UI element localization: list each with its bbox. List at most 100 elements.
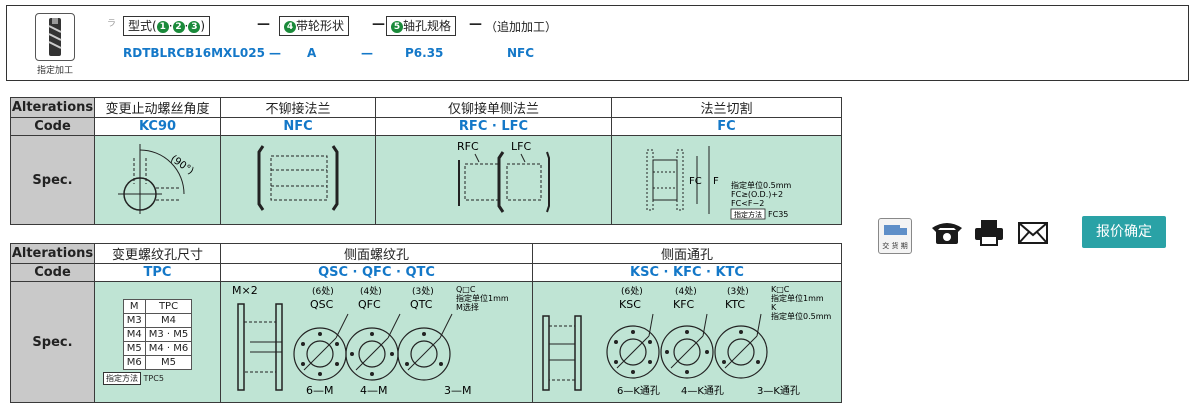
k-bottom-3k: 3—K通孔 (757, 385, 800, 397)
header-no-flange-riveting: 不铆接法兰 (220, 97, 376, 118)
k-pos-3: (3处) (727, 285, 749, 297)
k-code-ktc: KTC (725, 298, 745, 311)
custom-processing-label: 指定加工 (36, 66, 73, 76)
spec-kc90-diagram: (90°) (94, 135, 221, 225)
k-pos-6: (6处) (621, 285, 643, 297)
k-note-1: K□C (771, 285, 790, 294)
truck-icon (884, 225, 900, 235)
tpc-method-label: 指定方法 (103, 372, 141, 385)
print-icon[interactable] (972, 218, 1006, 246)
tpc-cell: M3 · M5 (144, 327, 193, 342)
fc-method-value: FC35 (768, 210, 788, 219)
k-code-ksc: KSC (619, 298, 641, 311)
row-label-code: Code (10, 263, 95, 282)
row-label-spec: Spec. (10, 135, 95, 225)
header-side-through-holes: 侧面通孔 (532, 243, 842, 264)
code-kc90: KC90 (94, 117, 221, 136)
k-code-kfc: KFC (673, 298, 695, 311)
mx2-label: M×2 (232, 284, 258, 297)
row-label-code: Code (10, 117, 95, 136)
tpc-method-note: 指定方法 TPC5 (95, 372, 220, 385)
row-label-alterations: Alterations (10, 97, 95, 118)
tpc-cell: M4 (122, 327, 146, 342)
example-extra: NFC (507, 46, 535, 60)
tpc-cell: M3 (122, 313, 146, 328)
code-qsc-qfc-qtc: QSC · QFC · QTC (220, 263, 533, 282)
phone-icon[interactable] (930, 218, 964, 246)
k-note-4: 指定单位0.5mm (771, 311, 832, 321)
reference-mark: ラ (107, 19, 117, 29)
shape-label: 带轮形状 (296, 19, 345, 33)
tpc-cell: M4 · M6 (144, 341, 193, 356)
fc-method-label: 指定方法 (734, 210, 762, 219)
delivery-time-label: 交 货 期 (882, 242, 908, 250)
tpc-cell: M4 (144, 313, 193, 328)
code-tpc: TPC (94, 263, 221, 282)
code-ksc-kfc-ktc: KSC · KFC · KTC (532, 263, 842, 282)
delivery-time-button[interactable]: 交 货 期 (878, 218, 912, 254)
tpc-cell: M5 (122, 341, 146, 356)
confirm-quote-button[interactable]: 报价确定 (1082, 216, 1166, 248)
code-fc: FC (611, 117, 842, 136)
k-note-3: K (771, 303, 777, 312)
q-code-qfc: QFC (358, 298, 381, 311)
type-label: 型式 (128, 19, 153, 33)
separator-dash: — (257, 17, 270, 32)
alterations-table-2: Alterations 变更螺纹孔尺寸 侧面螺纹孔 侧面通孔 Code TPC … (10, 243, 842, 403)
q-code-qsc: QSC (310, 298, 334, 311)
row-label-alterations: Alterations (10, 243, 95, 264)
row-label-spec: Spec. (10, 281, 95, 403)
example-part-number: RDTBLRCB16MXL025 (123, 46, 265, 60)
f-dimension-label: F (713, 176, 719, 187)
angle-label: (90°) (168, 153, 195, 177)
header-thread-size: 变更螺纹孔尺寸 (94, 243, 221, 264)
num-badge-5: 5 (391, 21, 403, 33)
k-bottom-6k: 6—K通孔 (617, 385, 660, 397)
tpc-cell: M6 (122, 355, 146, 370)
spec-qsc-diagram: M×2 (6处) (4处) (3处) QSC QFC QTC Q□C 指定单位1… (220, 281, 533, 403)
example-bore: P6.35 (405, 46, 444, 60)
header-side-tapped-holes: 侧面螺纹孔 (220, 243, 533, 264)
q-note-2: 指定单位1mm (456, 293, 509, 303)
q-note-1: Q□C (456, 285, 476, 294)
k-bottom-4k: 4—K通孔 (681, 385, 724, 397)
additional-processing-label: （追加加工） (485, 20, 558, 34)
q-bottom-4m: 4—M (360, 384, 388, 397)
num-badge-3: 3 (188, 21, 201, 33)
q-pos-3: (3处) (412, 285, 434, 297)
q-code-qtc: QTC (410, 298, 433, 311)
q-pos-6: (6处) (312, 285, 334, 297)
example-dash: — (361, 46, 373, 60)
k-note-2: 指定单位1mm (771, 293, 824, 303)
header-set-screw-angle: 变更止动螺丝角度 (94, 97, 221, 118)
fc-note-2: FC≥(O.D.)+2 (731, 190, 783, 199)
q-bottom-3m: 3—M (444, 384, 472, 397)
separator-dash: — (372, 17, 385, 32)
header-single-flange-riveting: 仅铆接单侧法兰 (375, 97, 612, 118)
tpc-head-tpc: TPC (144, 299, 193, 314)
num-badge-2: 2 (172, 21, 185, 33)
tpc-head-m: M (122, 299, 146, 314)
example-shape: A (307, 46, 317, 60)
k-pos-4: (4处) (675, 285, 697, 297)
spec-ksc-diagram: (6处) (4处) (3处) KSC KFC KTC K□C 指定单位1mm K… (532, 281, 842, 403)
type-segment: 型式(1·2·3) (123, 16, 211, 36)
lfc-label: LFC (511, 140, 531, 153)
fc-dimension-label: FC (689, 176, 702, 187)
spec-rfc-lfc-diagram: RFC LFC (375, 135, 612, 225)
tpc-cell: M5 (144, 355, 193, 370)
code-rfc-lfc: RFC · LFC (375, 117, 612, 136)
fc-note-1: 指定单位0.5mm (731, 180, 792, 190)
tpc-method-value: TPC5 (143, 374, 164, 383)
q-bottom-6m: 6—M (306, 384, 334, 397)
email-icon[interactable] (1016, 218, 1050, 246)
num-badge-1: 1 (156, 21, 169, 33)
code-nfc: NFC (220, 117, 376, 136)
q-pos-4: (4处) (360, 285, 382, 297)
num-badge-4: 4 (284, 21, 296, 33)
